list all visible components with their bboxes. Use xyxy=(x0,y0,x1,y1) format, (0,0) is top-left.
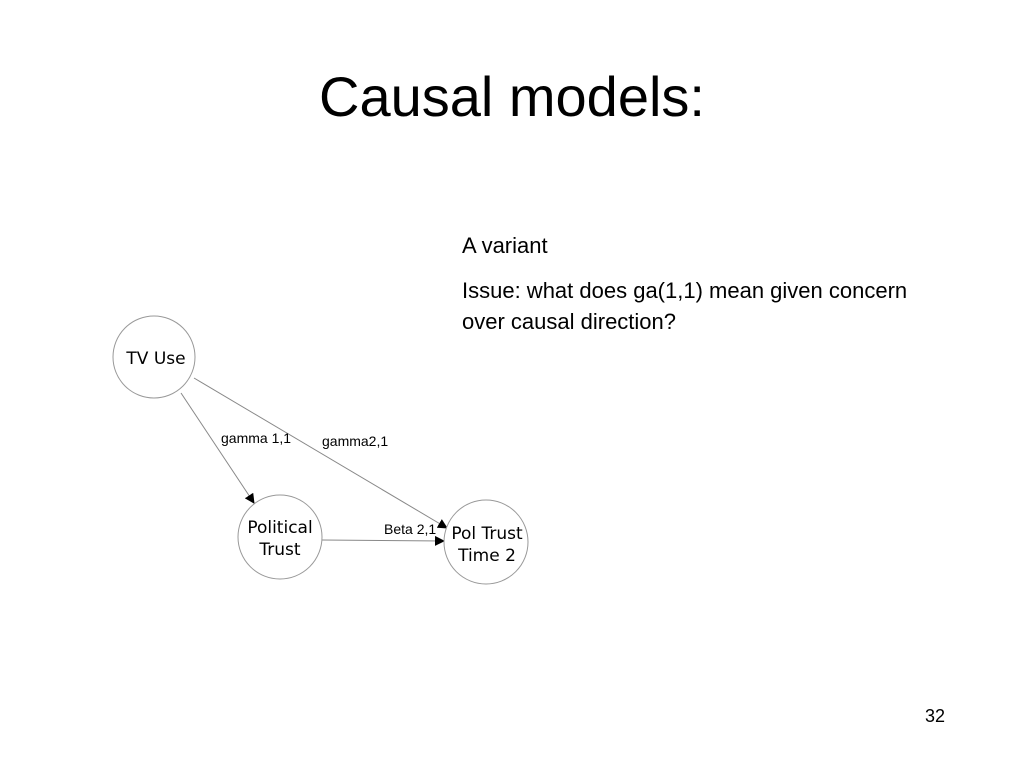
node-tv-use: TV Use xyxy=(112,315,196,399)
node-pol-trust-time2: Pol Trust Time 2 xyxy=(443,499,529,585)
node-pol-trust-time2-label-line2: Time 2 xyxy=(457,546,516,566)
node-tv-use-label: TV Use xyxy=(125,349,185,369)
edge-political-to-pol-trust-time2 xyxy=(321,535,445,546)
note-variant: A variant xyxy=(462,233,548,258)
edge-tv-to-political-trust xyxy=(180,392,255,504)
slide-notes: A variant Issue: what does ga(1,1) mean … xyxy=(462,230,932,337)
note-issue: Issue: what does ga(1,1) mean given conc… xyxy=(462,278,908,334)
slide-title: Causal models: xyxy=(319,65,705,128)
node-political-trust-label-line2: Trust xyxy=(258,540,301,560)
node-political-trust-label-line1: Political xyxy=(247,518,312,538)
node-political-trust: Political Trust xyxy=(237,494,323,580)
edge-label-gamma21: gamma2,1 xyxy=(322,433,388,449)
edge-label-gamma11: gamma 1,1 xyxy=(221,430,291,446)
node-pol-trust-time2-label-line1: Pol Trust xyxy=(451,524,523,544)
page-number: 32 xyxy=(925,706,946,726)
edge-label-beta21: Beta 2,1 xyxy=(384,521,436,537)
edge-tv-to-pol-trust-time2 xyxy=(193,377,448,529)
